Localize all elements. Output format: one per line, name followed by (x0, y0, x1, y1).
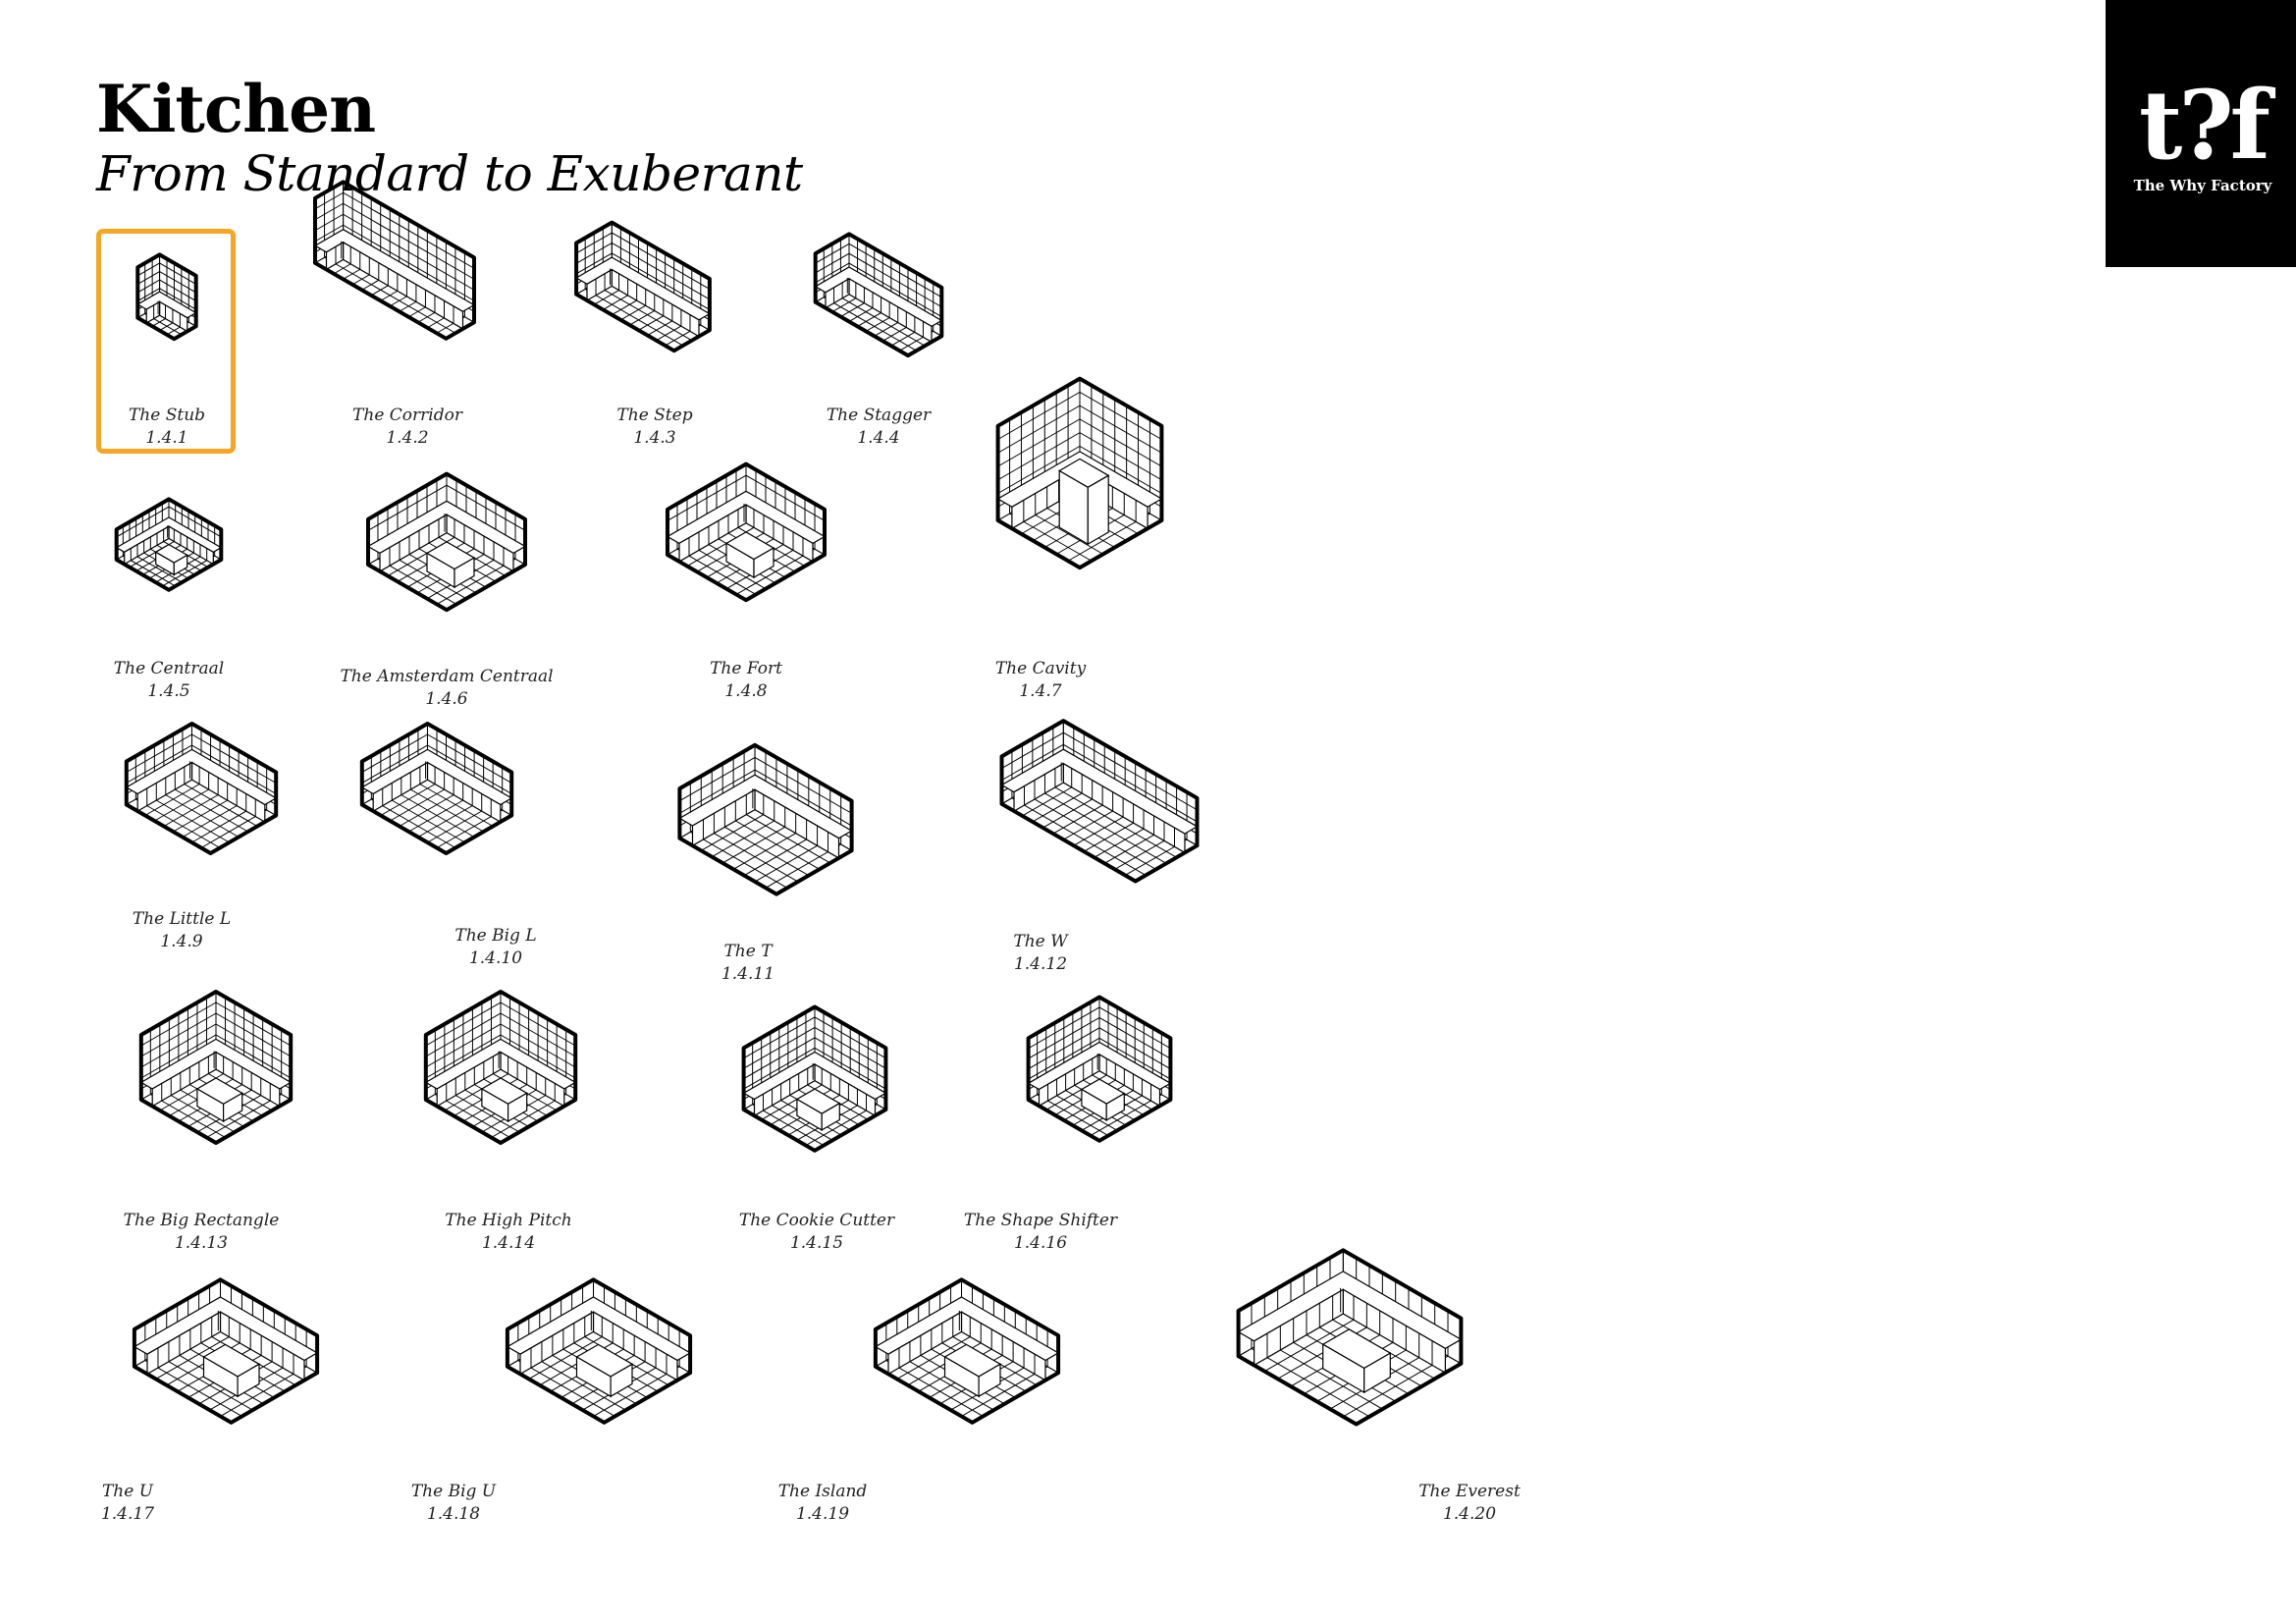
kitchen-drawing (138, 990, 294, 1145)
kitchen-name: The High Pitch (445, 1211, 572, 1230)
kitchen-name: The Fort (710, 659, 782, 678)
kitchen-code: 1.4.5 (147, 681, 190, 701)
kitchen-code: 1.4.16 (1013, 1233, 1068, 1253)
kitchen-name: The Stagger (826, 406, 932, 425)
selected-highlight[interactable] (96, 229, 236, 454)
kitchen-drawing (313, 180, 476, 341)
kitchen-caption: The Centraal 1.4.5 (41, 658, 296, 703)
kitchen-drawing (359, 722, 514, 855)
kitchen-caption: The Step 1.4.3 (527, 405, 782, 450)
kitchen-code: 1.4.19 (795, 1504, 850, 1524)
kitchen-caption: The Island 1.4.19 (695, 1481, 950, 1526)
kitchen-drawing (873, 1277, 1061, 1425)
kitchen-code: 1.4.18 (426, 1504, 481, 1524)
kitchen-code: 1.4.4 (857, 428, 900, 448)
kitchen-drawing (574, 220, 712, 353)
kitchen-caption: The Stub 1.4.1 (39, 405, 294, 450)
kitchen-caption: The Big U 1.4.18 (326, 1481, 581, 1526)
kitchen-drawing (813, 232, 944, 358)
kitchen-drawing (423, 990, 578, 1145)
kitchen-code: 1.4.17 (100, 1504, 155, 1524)
kitchen-name: The Big Rectangle (123, 1211, 280, 1230)
kitchen-code: 1.4.11 (721, 964, 775, 984)
kitchen-drawing (1236, 1248, 1464, 1427)
kitchen-caption: The Fort 1.4.8 (618, 658, 874, 703)
kitchen-code: 1.4.9 (160, 932, 203, 951)
kitchen-drawing (741, 1004, 888, 1153)
kitchen-name: The W (1013, 932, 1068, 951)
kitchen-drawing (505, 1277, 693, 1425)
kitchen-code: 1.4.20 (1442, 1504, 1497, 1524)
kitchen-drawing (135, 252, 198, 342)
kitchen-code: 1.4.14 (481, 1233, 536, 1253)
kitchen-caption: The U 1.4.17 (0, 1481, 255, 1526)
kitchen-name: The Shape Shifter (963, 1211, 1118, 1230)
kitchen-code: 1.4.15 (789, 1233, 844, 1253)
page-title: Kitchen (96, 71, 376, 147)
kitchen-name: The Big L (454, 926, 537, 946)
kitchen-code: 1.4.3 (633, 428, 676, 448)
kitchen-drawing (677, 742, 854, 896)
kitchen-drawing (366, 471, 527, 613)
kitchen-caption: The Shape Shifter 1.4.16 (913, 1210, 1168, 1255)
kitchen-name: The Island (777, 1482, 868, 1501)
kitchen-code: 1.4.8 (724, 681, 768, 701)
kitchen-drawing (114, 497, 224, 592)
kitchen-caption: The Big Rectangle 1.4.13 (74, 1210, 329, 1255)
kitchen-caption: The Little L 1.4.9 (54, 908, 309, 953)
kitchen-caption: The Cavity 1.4.7 (913, 658, 1168, 703)
logo-name: The Why Factory (2133, 177, 2272, 194)
kitchen-drawing (995, 376, 1164, 570)
kitchen-name: The Everest (1418, 1482, 1521, 1501)
kitchen-name: The Cavity (994, 659, 1087, 678)
kitchen-name: The Little L (132, 909, 232, 929)
kitchen-drawing (1026, 995, 1173, 1143)
kitchen-caption: The Amsterdam Centraal 1.4.6 (319, 666, 574, 711)
kitchen-caption: The Everest 1.4.20 (1342, 1481, 1597, 1526)
page-subtitle: From Standard to Exuberant (96, 145, 803, 202)
kitchen-name: The Big U (410, 1482, 497, 1501)
kitchen-code: 1.4.13 (174, 1233, 229, 1253)
kitchen-code: 1.4.10 (468, 948, 523, 968)
kitchen-name: The Stub (128, 406, 206, 425)
kitchen-code: 1.4.2 (386, 428, 429, 448)
kitchen-drawing (124, 722, 279, 855)
kitchen-caption: The High Pitch 1.4.14 (381, 1210, 636, 1255)
kitchen-caption: The W 1.4.12 (913, 931, 1168, 976)
kitchen-name: The Amsterdam Centraal (340, 667, 554, 686)
kitchen-caption: The Stagger 1.4.4 (751, 405, 1006, 450)
kitchen-name: The Cookie Cutter (738, 1211, 895, 1230)
kitchen-name: The U (101, 1482, 154, 1501)
kitchen-code: 1.4.12 (1013, 954, 1068, 974)
kitchen-name: The Step (616, 406, 693, 425)
why-factory-logo: t?f The Why Factory (2106, 0, 2296, 267)
logo-mark: t?f (2139, 70, 2270, 181)
kitchen-caption: The Cookie Cutter 1.4.15 (689, 1210, 944, 1255)
kitchen-code: 1.4.6 (425, 689, 468, 709)
kitchen-drawing (132, 1277, 320, 1425)
kitchen-name: The T (723, 942, 773, 961)
kitchen-caption: The T 1.4.11 (620, 941, 876, 986)
kitchen-code: 1.4.1 (145, 428, 188, 448)
kitchen-caption: The Corridor 1.4.2 (280, 405, 535, 450)
kitchen-code: 1.4.7 (1019, 681, 1062, 701)
kitchen-drawing (999, 719, 1200, 884)
kitchen-name: The Corridor (352, 406, 462, 425)
kitchen-drawing (666, 461, 827, 603)
kitchen-name: The Centraal (113, 659, 225, 678)
